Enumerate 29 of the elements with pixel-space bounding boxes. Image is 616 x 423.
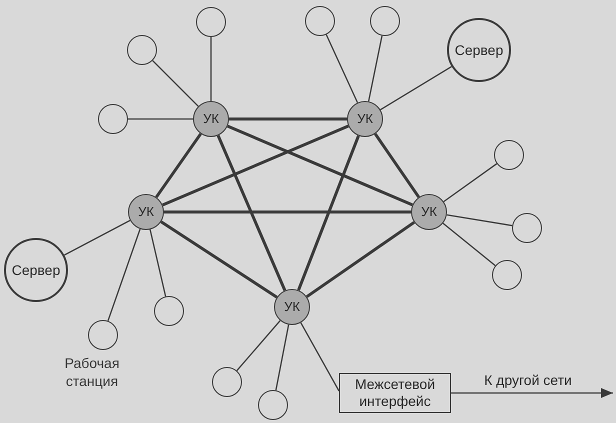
- connection-line: [326, 34, 358, 103]
- node-caption: Рабочая станция: [64, 354, 120, 390]
- connection-line: [162, 124, 349, 206]
- connection-line: [149, 229, 166, 297]
- arrow: [451, 388, 613, 398]
- connection-line: [107, 228, 141, 322]
- connection-line: [236, 320, 281, 372]
- connection-line: [275, 324, 290, 390]
- connection-line: [210, 37, 212, 101]
- connection-line: [152, 60, 199, 107]
- connection-line: [297, 135, 360, 291]
- connection-line: [442, 222, 496, 266]
- connection-line: [380, 66, 452, 110]
- gateway-box: Межсетевой интерфейс: [339, 373, 451, 413]
- connection-line: [160, 220, 278, 298]
- connection-line: [64, 220, 130, 256]
- connection-line: [446, 214, 512, 226]
- connection-line: [155, 132, 202, 198]
- connection-line: [227, 124, 413, 206]
- connection-line: [164, 210, 411, 214]
- connection-line: [300, 322, 340, 392]
- connection-line: [216, 134, 286, 292]
- edge-label: К другой сети: [483, 372, 573, 389]
- connection-line: [128, 118, 193, 120]
- connection-line: [374, 132, 420, 198]
- connection-line: [306, 221, 416, 298]
- connection-line: [368, 36, 383, 102]
- connection-line: [229, 118, 347, 120]
- connection-line: [443, 163, 498, 202]
